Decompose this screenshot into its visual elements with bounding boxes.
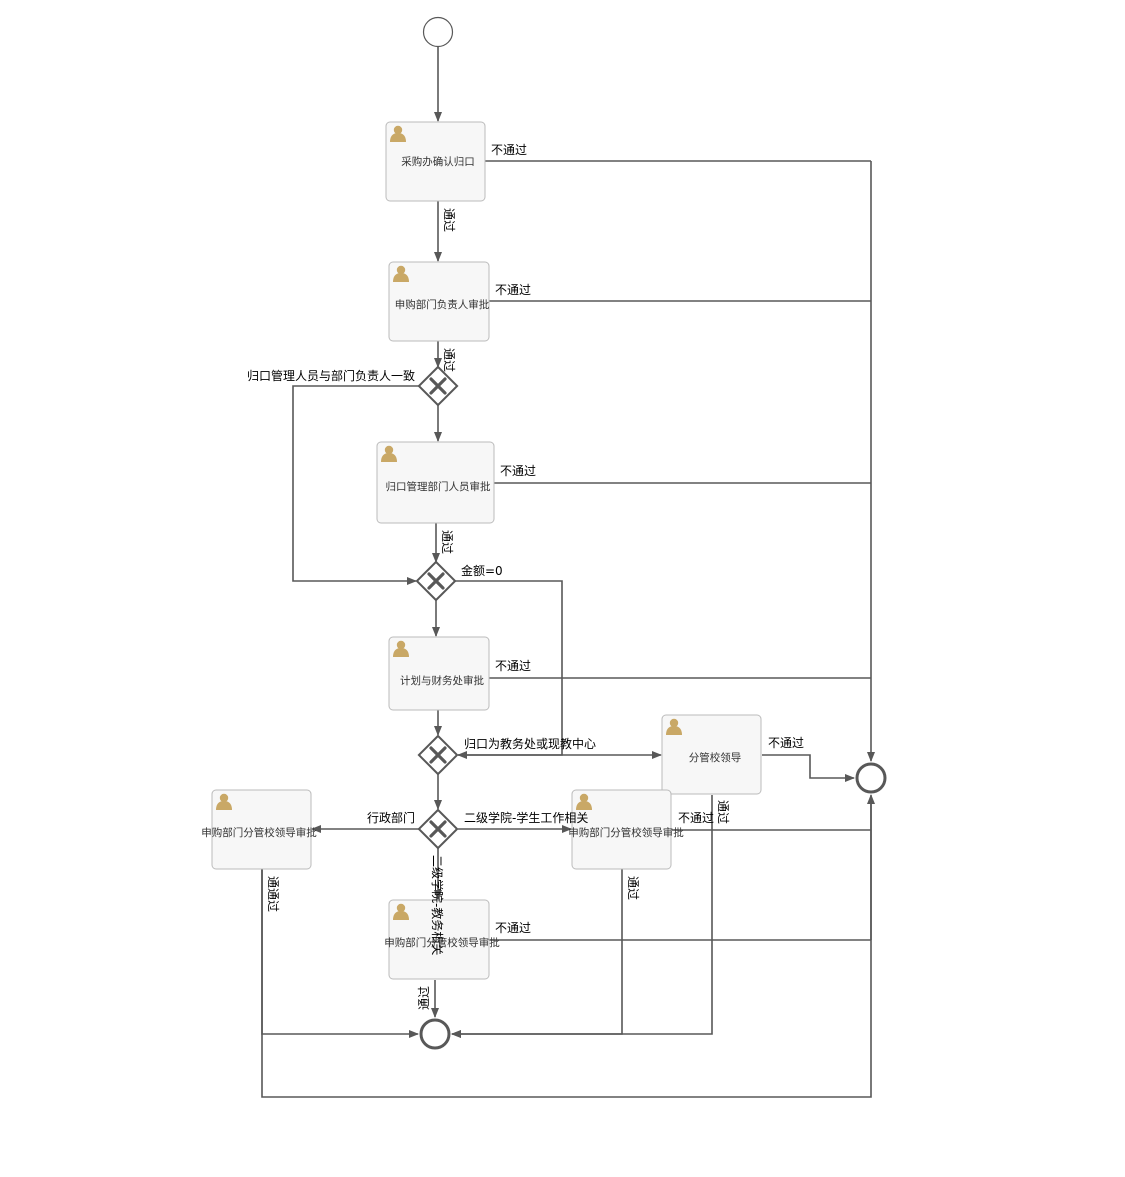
label-t8-reject: 不通过 xyxy=(495,921,531,935)
label-gw3-teaching: 归口为教务处或现教中心 xyxy=(464,736,596,751)
task-label: 分管校领导 xyxy=(689,751,742,764)
gateway-3[interactable] xyxy=(417,734,459,776)
label-t6-pass: 通通过 xyxy=(266,876,280,912)
label-gw4-teaching: 二级学院-教务相关 xyxy=(430,855,445,955)
gateway-2[interactable] xyxy=(415,560,457,602)
label-gw1-consistent: 归口管理人员与部门负责人一致 xyxy=(247,368,415,383)
label-gw4-admin: 行政部门 xyxy=(367,810,415,825)
sequence-flows xyxy=(261,47,875,1098)
label-t2-reject: 不通过 xyxy=(495,283,531,297)
label-t1-pass: 通过 xyxy=(442,208,456,232)
label-t8-pass: 通过 xyxy=(417,986,431,1010)
task-t4[interactable]: 计划与财务处审批 xyxy=(388,636,490,711)
task-t6[interactable]: 申购部门分管校领导审批 xyxy=(201,789,317,870)
start-event[interactable] xyxy=(422,16,454,48)
label-t5-pass: 通过 xyxy=(716,800,730,824)
end-event-right[interactable] xyxy=(855,762,887,794)
label-t3-reject: 不通过 xyxy=(500,464,536,478)
task-label: 采购办确认归口 xyxy=(401,155,475,168)
label-t5-reject: 不通过 xyxy=(768,736,804,750)
task-label: 申购部门分管校领导审批 xyxy=(384,936,500,949)
task-label: 申购部门分管校领导审批 xyxy=(201,826,317,839)
task-t1[interactable]: 采购办确认归口 xyxy=(385,121,486,202)
gateway-1[interactable] xyxy=(417,365,459,407)
flow-t5-reject xyxy=(762,754,855,782)
label-t1-reject: 不通过 xyxy=(491,143,527,157)
label-gw2-amount-zero: 金额=0 xyxy=(461,563,503,578)
task-label: 申购部门负责人审批 xyxy=(395,298,490,311)
task-label: 归口管理部门人员审批 xyxy=(386,480,491,493)
label-t2-pass: 通过 xyxy=(442,348,456,372)
label-t7-pass: 通过 xyxy=(626,876,640,900)
label-t3-pass: 通过 xyxy=(440,530,454,554)
task-t2[interactable]: 申购部门负责人审批 xyxy=(388,261,490,342)
label-t7-reject: 不通过 xyxy=(678,811,714,825)
end-event-bottom[interactable] xyxy=(419,1018,451,1050)
task-t5[interactable]: 分管校领导 xyxy=(661,714,762,795)
task-t3[interactable]: 归口管理部门人员审批 xyxy=(376,441,495,524)
task-t7[interactable]: 申购部门分管校领导审批 xyxy=(568,789,684,870)
gateway-4[interactable] xyxy=(417,808,459,850)
edge-labels: 不通过 不通过 不通过 不通过 不通过 不通过 不通过 归口管理人员与部门负责人… xyxy=(247,143,804,1010)
flow-t6-reject-to-end-right xyxy=(261,794,875,1098)
task-label: 申购部门分管校领导审批 xyxy=(568,826,684,839)
task-t8[interactable]: 申购部门分管校领导审批 xyxy=(384,899,500,980)
flow-gw1-bypass-to-gw2 xyxy=(292,385,419,585)
label-t4-reject: 不通过 xyxy=(495,659,531,673)
label-gw4-student: 二级学院-学生工作相关 xyxy=(464,810,588,825)
flow-t5-to-end xyxy=(451,795,713,1038)
task-label: 计划与财务处审批 xyxy=(400,674,484,687)
